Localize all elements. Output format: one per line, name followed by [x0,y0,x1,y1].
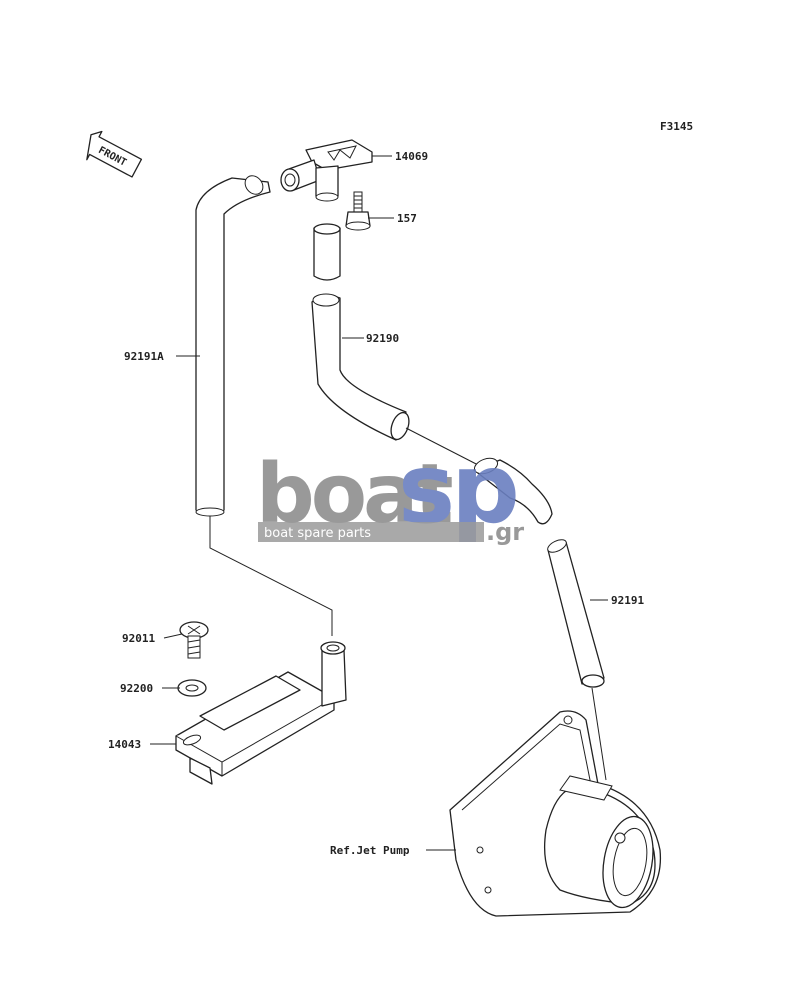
hose-92190 [311,293,410,441]
connector-line-pump [591,687,607,781]
front-arrow-icon: FRONT [86,130,143,178]
resonator-14043 [175,641,347,785]
label-92200: 92200 [120,682,153,695]
label-92191: 92191 [611,594,644,607]
hose-bend [473,457,553,525]
label-14043: 14043 [108,738,141,751]
label-92011: 92011 [122,632,155,645]
label-14069: 14069 [395,150,428,163]
screw-92011 [179,621,209,659]
bolt-157 [345,191,371,231]
figure-code: F3145 [660,120,693,133]
jet-pump [449,710,662,917]
watermark-logo: boat sp .gr boat spare parts [256,433,524,546]
washer-92200 [177,679,207,697]
label-ref-jet-pump: Ref.Jet Pump [330,844,410,857]
connector-line-resonator [209,516,333,636]
watermark-tagline: boat spare parts [264,526,371,541]
hose-92191 [547,539,605,688]
fitting-14069 [280,139,373,202]
label-92191a: 92191A [124,350,164,363]
label-157: 157 [397,212,417,225]
connector-line [405,427,485,469]
watermark-suffix: .gr [486,518,524,546]
label-92190: 92190 [366,332,399,345]
leader-lines [150,155,608,851]
short-tube [313,223,341,281]
